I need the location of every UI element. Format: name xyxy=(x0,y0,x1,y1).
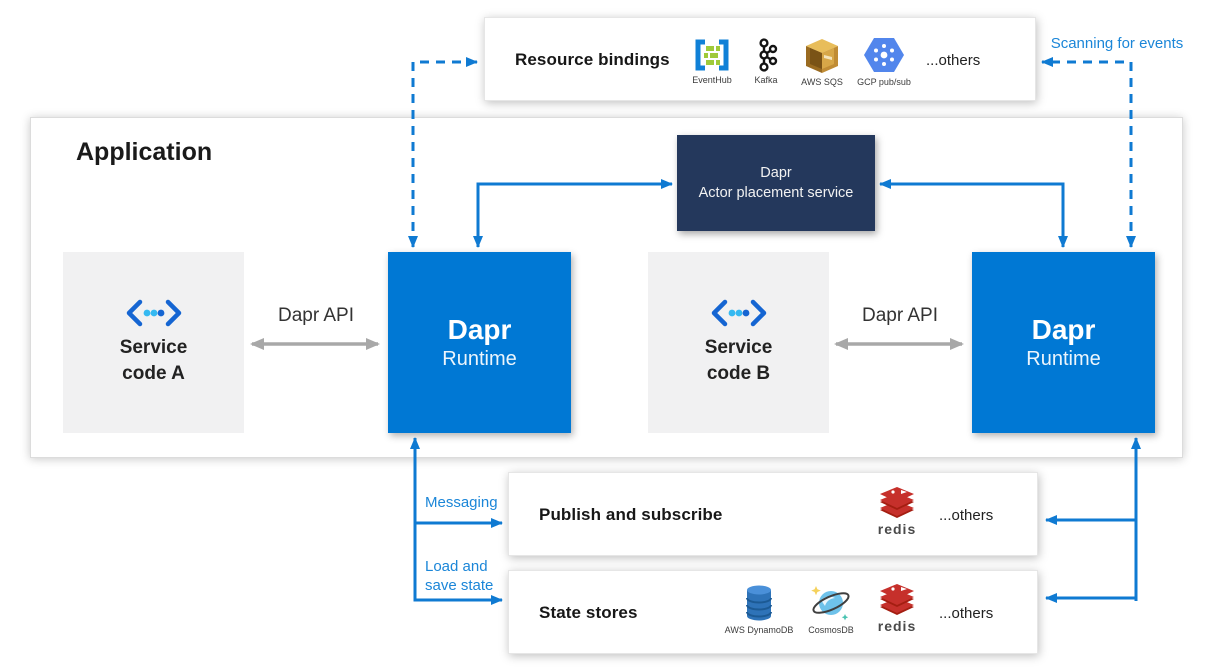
service-b-line2: code B xyxy=(706,362,771,384)
redis-wordmark: redis xyxy=(877,618,917,634)
messaging-label: Messaging xyxy=(425,494,498,511)
dapr-api-label-right: Dapr API xyxy=(861,305,939,326)
service-b-line1: Service xyxy=(704,336,773,358)
binding-kafka: Kafka xyxy=(738,38,794,85)
pubsub-title: Publish and subscribe xyxy=(539,505,723,524)
actor-service-line2: Actor placement service xyxy=(698,185,854,201)
pubsub-redis: redis xyxy=(869,487,925,537)
dapr-runtime-right-box: Dapr Runtime xyxy=(972,252,1155,433)
load-save-line1: Load and xyxy=(425,558,488,575)
bindings-others-label: ...others xyxy=(926,52,981,69)
runtime-right-subtitle: Runtime xyxy=(1026,348,1101,370)
redis-icon xyxy=(876,584,918,618)
kafka-icon xyxy=(753,38,779,72)
load-save-line2: save state xyxy=(425,577,494,594)
service-a-line2: code A xyxy=(122,362,185,384)
gcp-pubsub-icon xyxy=(863,36,905,74)
binding-label: Kafka xyxy=(754,75,778,85)
binding-label: GCP pub/sub xyxy=(857,77,911,87)
load-save-state-label: Load and save state xyxy=(425,557,493,595)
binding-aws-sqs: AWS SQS xyxy=(791,36,853,87)
binding-eventhub: EventHub xyxy=(682,38,742,85)
state-stores-panel: State stores AWS DynamoDB xyxy=(508,570,1038,654)
runtime-left-subtitle: Runtime xyxy=(442,348,517,370)
code-icon xyxy=(125,299,183,327)
runtime-left-title: Dapr xyxy=(447,314,512,345)
binding-label: EventHub xyxy=(692,75,732,85)
store-dynamodb: AWS DynamoDB xyxy=(723,584,795,635)
dynamodb-icon xyxy=(743,584,775,622)
binding-gcp-pubsub: GCP pub/sub xyxy=(853,36,915,87)
code-icon xyxy=(710,299,768,327)
service-code-b-box: Service code B xyxy=(648,252,829,433)
actor-service-line1: Dapr xyxy=(760,165,792,181)
store-redis: redis xyxy=(869,584,925,634)
store-label: CosmosDB xyxy=(808,625,854,635)
service-code-a-box: Service code A xyxy=(63,252,244,433)
dapr-runtime-left-box: Dapr Runtime xyxy=(388,252,571,433)
store-cosmosdb: CosmosDB xyxy=(801,582,861,635)
runtime-right-title: Dapr xyxy=(1031,314,1096,345)
binding-label: AWS SQS xyxy=(801,77,843,87)
actor-placement-service-box: Dapr Actor placement service xyxy=(677,135,875,231)
scanning-for-events-label: Scanning for events xyxy=(1050,35,1184,52)
resource-bindings-title: Resource bindings xyxy=(515,50,670,69)
dapr-api-label-left: Dapr API xyxy=(277,305,355,326)
pubsub-others-label: ...others xyxy=(939,507,994,524)
cosmosdb-icon xyxy=(809,582,853,622)
application-title: Application xyxy=(76,138,213,166)
state-stores-title: State stores xyxy=(539,603,638,622)
resource-bindings-panel: Resource bindings EventHub xyxy=(484,17,1036,101)
store-label: AWS DynamoDB xyxy=(724,625,794,635)
aws-sqs-icon xyxy=(800,36,844,74)
redis-icon xyxy=(876,487,918,521)
state-stores-others-label: ...others xyxy=(939,605,994,622)
eventhub-icon xyxy=(694,38,730,72)
pubsub-panel: Publish and subscribe redis ...others xyxy=(508,472,1038,556)
redis-wordmark: redis xyxy=(877,521,917,537)
service-a-line1: Service xyxy=(119,336,188,358)
